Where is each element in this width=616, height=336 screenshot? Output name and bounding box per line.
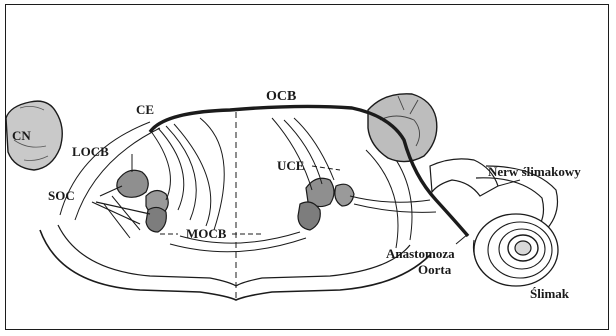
label-oort: Oorta [418,262,452,277]
label-cn: CN [12,128,31,143]
label-anastomosis: Anastomoza [386,246,455,261]
right-olivary-complex [298,178,354,230]
label-uce: UCE [277,158,304,173]
left-olivary-complex [117,170,168,232]
label-cochlear-nerve: Nerw ślimakowy [488,164,581,179]
cochlea-spiral [473,214,558,286]
label-mocb: MOCB [186,226,227,241]
label-locb: LOCB [72,144,109,159]
label-ce: CE [136,102,154,117]
label-soc: SOC [48,188,75,203]
right-cochlear-nucleus-shape [368,94,437,162]
label-cochlea: Ślimak [530,286,570,301]
label-ocb: OCB [266,89,296,104]
